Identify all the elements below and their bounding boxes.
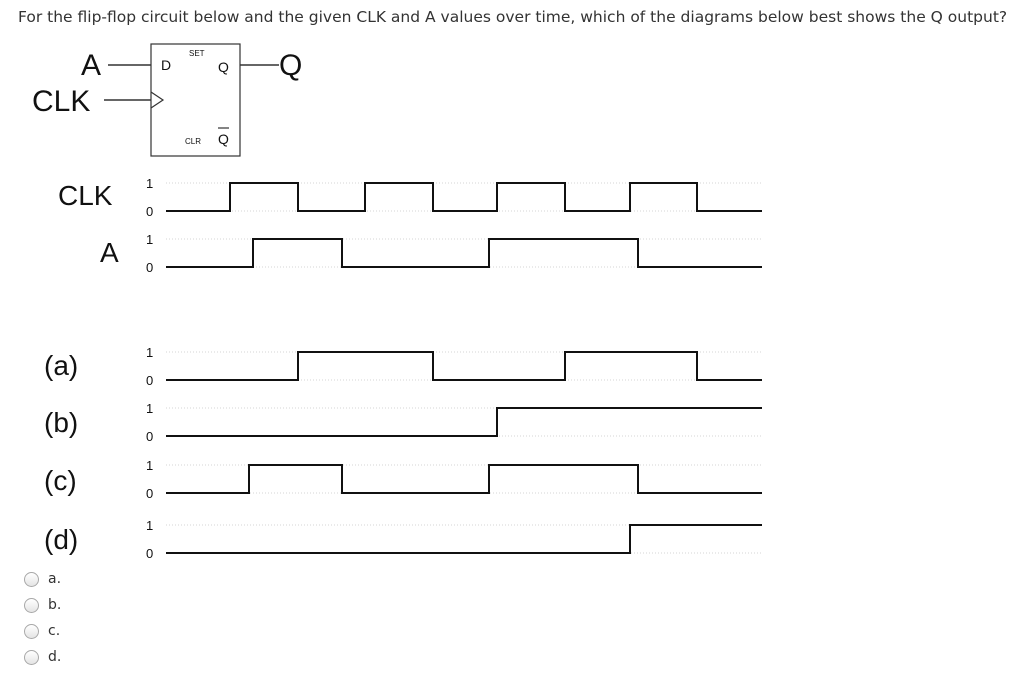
level-high-label: 1: [146, 232, 153, 247]
radio-button-d[interactable]: [24, 649, 39, 665]
output-q-label: Q: [279, 49, 302, 82]
trace-row-a: A 1 0: [100, 232, 762, 275]
level-high-label: 1: [146, 401, 153, 416]
pin-clr-label: CLR: [185, 137, 201, 146]
radio-button-b[interactable]: [24, 597, 39, 613]
answer-options: a. b. c. d.: [24, 566, 61, 670]
level-high-label: 1: [146, 176, 153, 191]
option-c[interactable]: c.: [24, 618, 61, 644]
pin-q-label: Q: [218, 59, 229, 75]
trace-label-a: A: [100, 237, 119, 268]
level-high-label: 1: [146, 458, 153, 473]
trace-row-clk: CLK 1 0: [58, 176, 762, 219]
level-low-label: 0: [146, 429, 153, 444]
trace-label-clk: CLK: [58, 180, 113, 211]
flip-flop-circuit: A CLK Q D SET Q CLR Q: [32, 43, 302, 157]
trace-row-answer-d: (d) 1 0: [44, 518, 762, 561]
option-d[interactable]: d.: [24, 644, 61, 670]
level-low-label: 0: [146, 546, 153, 561]
clock-triangle-icon: [150, 91, 165, 109]
level-low-label: 0: [146, 373, 153, 388]
input-clk-label: CLK: [32, 85, 90, 118]
option-label-d: d.: [48, 649, 62, 665]
pin-d-label: D: [161, 57, 171, 73]
question-text: For the flip-flop circuit below and the …: [18, 8, 1008, 26]
option-label-a: a.: [48, 571, 62, 587]
pin-qbar-label: Q: [218, 131, 229, 147]
waveform-answer-d: [166, 524, 762, 554]
trace-row-answer-b: (b) 1 0: [44, 401, 762, 444]
waveform-a: [166, 238, 762, 268]
flip-flop-box: [150, 43, 241, 157]
level-low-label: 0: [146, 486, 153, 501]
trace-label-answer-b: (b): [44, 407, 78, 438]
level-high-label: 1: [146, 345, 153, 360]
radio-button-a[interactable]: [24, 571, 39, 587]
trace-label-answer-c: (c): [44, 465, 77, 496]
option-label-b: b.: [48, 597, 62, 613]
pin-set-label: SET: [189, 49, 205, 58]
waveform-answer-a: [166, 351, 762, 381]
radio-button-c[interactable]: [24, 623, 39, 639]
level-low-label: 0: [146, 260, 153, 275]
waveform-clk: [166, 182, 762, 212]
level-high-label: 1: [146, 518, 153, 533]
option-label-c: c.: [48, 623, 61, 639]
input-a-label: A: [81, 49, 101, 82]
waveform-answer-c: [166, 464, 762, 494]
level-low-label: 0: [146, 204, 153, 219]
trace-label-answer-a: (a): [44, 350, 78, 381]
trace-row-answer-a: (a) 1 0: [44, 345, 762, 388]
option-a[interactable]: a.: [24, 566, 61, 592]
trace-row-answer-c: (c) 1 0: [44, 458, 762, 501]
option-b[interactable]: b.: [24, 592, 61, 618]
waveform-answer-b: [166, 407, 762, 437]
trace-label-answer-d: (d): [44, 524, 78, 555]
